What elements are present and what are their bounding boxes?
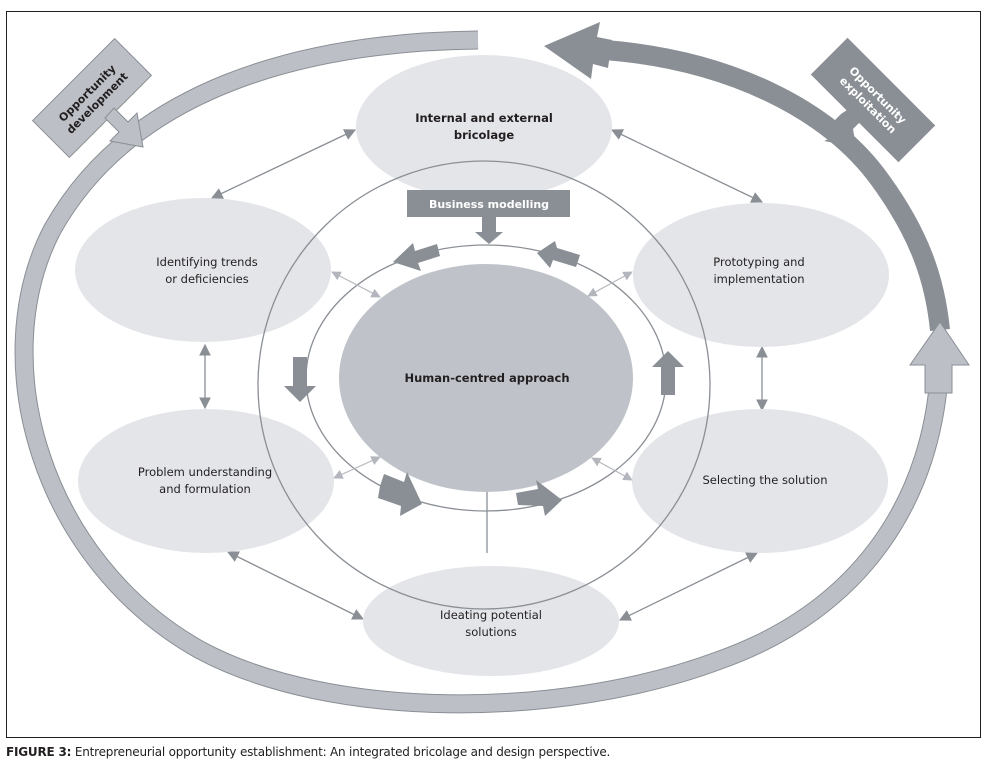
node-upper-right-line1: Prototyping and — [713, 255, 804, 269]
node-center-ellipse — [339, 264, 633, 492]
node-lower-right-ellipse — [632, 409, 888, 553]
inner-cycle-arrow-top-left-icon — [393, 243, 440, 271]
node-bottom-line1: Ideating potential — [440, 608, 542, 622]
link-center-upperleft — [331, 271, 381, 298]
node-lower-right-label: Selecting the solution — [703, 473, 828, 487]
middle-ring — [257, 160, 711, 610]
figure-frame — [6, 11, 981, 738]
figure-caption-label: FIGURE 3: — [6, 745, 72, 759]
node-top-line1: Internal and external — [415, 111, 553, 125]
node-upper-left-ellipse — [75, 198, 331, 342]
node-bottom-line2: solutions — [465, 625, 517, 639]
opportunity-exploitation-callout — [810, 37, 936, 163]
figure-caption: FIGURE 3: Entrepreneurial opportunity es… — [6, 745, 610, 759]
inner-cycle-arrow-bottom-right-icon — [516, 480, 562, 516]
link-center-upperright — [587, 271, 633, 297]
inner-cycle-arrow-bottom-left-icon — [378, 472, 422, 516]
node-top-line2: bricolage — [454, 128, 514, 142]
development-arrow-icon — [104, 107, 144, 148]
cycle-arrowhead-up-icon — [909, 321, 970, 394]
node-upper-right-line2: implementation — [713, 272, 804, 286]
node-lower-left-ellipse — [78, 409, 334, 553]
node-lower-left-line2: and formulation — [159, 482, 251, 496]
link-lowerright-bottom — [618, 552, 759, 621]
business-modelling-arrow-icon — [475, 217, 503, 244]
inner-cycle-arrow-right-icon — [652, 351, 684, 395]
node-lower-left-line1: Problem understanding — [138, 465, 272, 479]
exploitation-arrow-icon — [824, 108, 862, 147]
node-upper-left-line1: Identifying trends — [156, 255, 258, 269]
link-center-lowerleft — [333, 456, 381, 479]
opportunity-exploitation-cycle — [604, 40, 950, 332]
link-lowerleft-bottom — [226, 551, 365, 620]
link-top-upperleft — [210, 129, 357, 199]
node-upper-left-line2: or deficiencies — [165, 272, 249, 286]
link-top-upperright — [610, 129, 764, 203]
node-bottom-ellipse — [363, 566, 619, 676]
business-modelling-label: Business modelling — [429, 198, 549, 211]
business-modelling-box — [407, 190, 570, 217]
cycle-arrowhead-left-icon — [544, 22, 612, 79]
figure-caption-text: Entrepreneurial opportunity establishmen… — [71, 745, 611, 759]
node-top-ellipse — [356, 55, 612, 199]
node-center-label: Human-centred approach — [404, 371, 569, 385]
inner-cycle-arrow-top-right-icon — [537, 241, 580, 268]
inner-cycle-arrow-left-icon — [284, 357, 316, 402]
link-center-lowerright — [591, 457, 633, 481]
